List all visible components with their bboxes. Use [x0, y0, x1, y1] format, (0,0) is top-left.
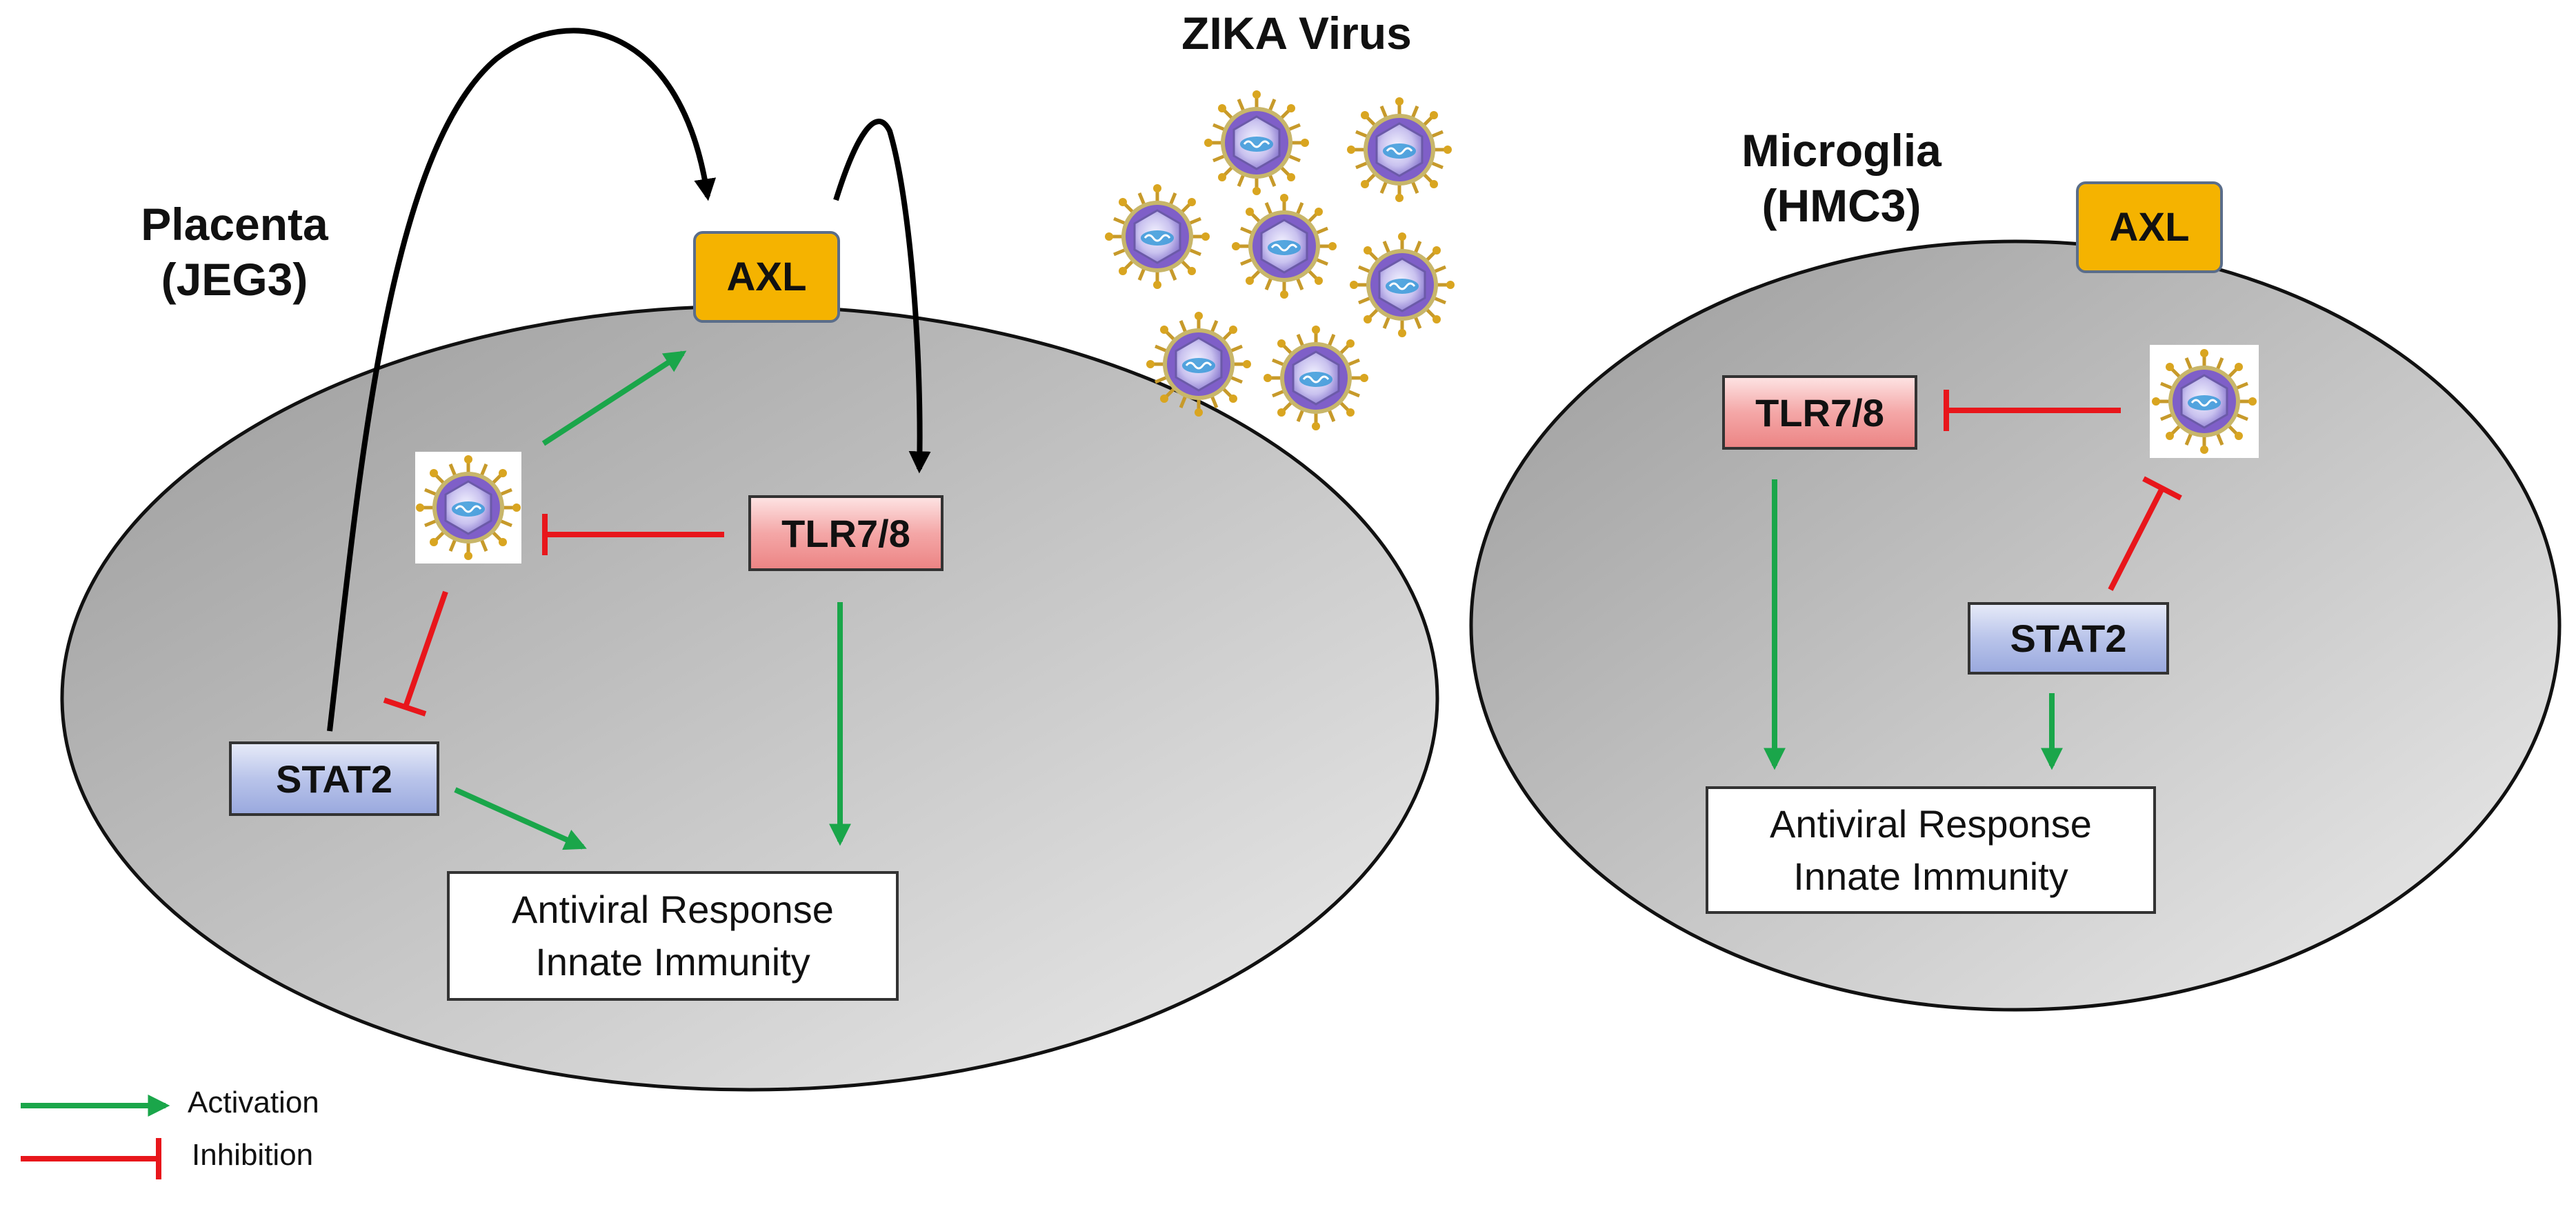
legend-activation-label: Activation: [188, 1086, 319, 1119]
stat2-to-response-activation: [454, 787, 587, 850]
microglia-label-line1: Microglia: [1741, 125, 1941, 176]
microglia-label: Microglia (HMC3): [1710, 123, 1973, 233]
right-response-line2: Innate Immunity: [1793, 854, 2068, 898]
placenta-label-line2: (JEG3): [161, 254, 308, 305]
axl-to-tlr-arrow: [833, 119, 931, 474]
left-tlr-node: TLR7/8: [748, 495, 943, 571]
virus-to-axl-activation: [541, 350, 687, 446]
left-axl-node: AXL: [693, 231, 840, 323]
legend-inhibition-label: Inhibition: [192, 1138, 314, 1172]
placenta-label: Placenta (JEG3): [103, 197, 366, 307]
right-response-line1: Antiviral Response: [1770, 801, 2092, 846]
virion-icon: [1204, 90, 1309, 195]
right-tlr-node: TLR7/8: [1722, 375, 1917, 450]
left-response-box: Antiviral Response Innate Immunity: [447, 871, 899, 1001]
virion-icon: [1264, 326, 1368, 430]
virion-icon: [1350, 232, 1455, 337]
virion-icon: [416, 455, 521, 560]
virus-inhibits-stat2: [403, 590, 448, 708]
virion-icon: [1232, 194, 1337, 299]
left-response-line1: Antiviral Response: [512, 888, 834, 931]
stat2-inhibits-virus: [2108, 487, 2165, 591]
placenta-label-line1: Placenta: [141, 199, 328, 250]
stat2-to-axl-arrow: [327, 28, 717, 732]
virion-icon: [1105, 184, 1210, 289]
virion-icon: [1347, 97, 1452, 202]
left-response-line2: Innate Immunity: [535, 940, 810, 984]
virion-icon: [1146, 312, 1251, 417]
virion-icon: [2152, 349, 2257, 454]
microglia-label-line2: (HMC3): [1761, 180, 1921, 231]
left-stat2-node: STAT2: [229, 741, 439, 816]
diagram-title: ZIKA Virus: [1181, 8, 1412, 59]
right-axl-node: AXL: [2076, 181, 2223, 273]
right-stat2-node: STAT2: [1968, 602, 2169, 675]
right-response-box: Antiviral Response Innate Immunity: [1706, 786, 2156, 914]
